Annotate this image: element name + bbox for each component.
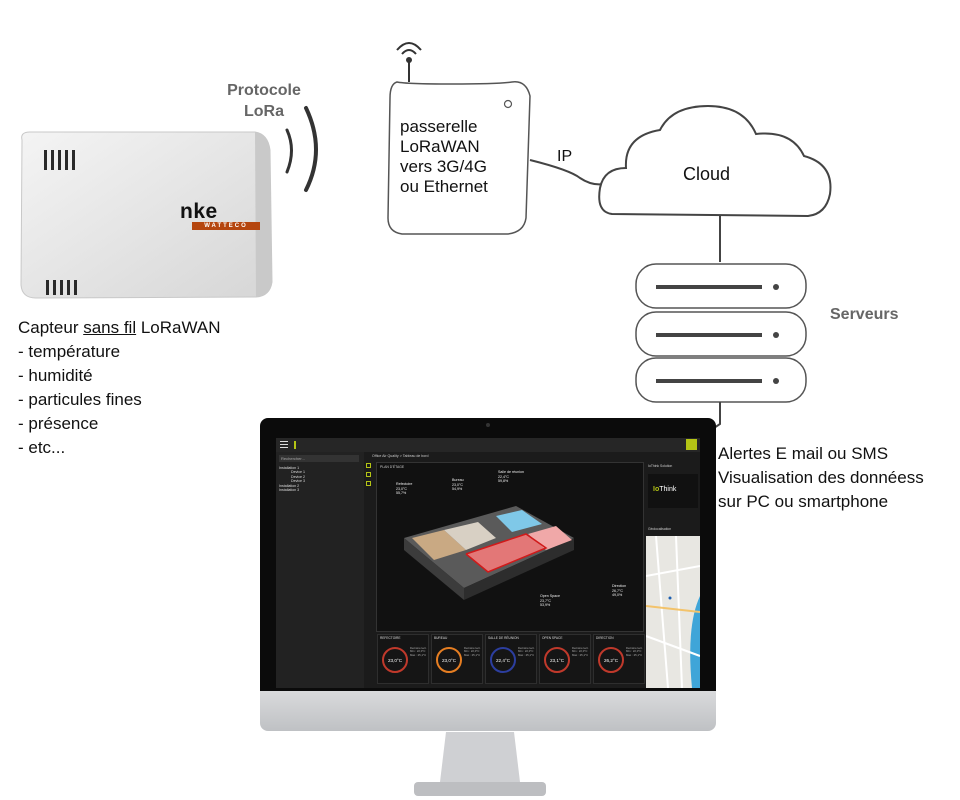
gauge-row: REFECTOIRE 23,0°C Dernière lect.Min : 22… xyxy=(377,634,645,684)
tree-item[interactable]: Installation 1 xyxy=(279,466,300,470)
sensor-title: Capteur sans fil LoRaWAN xyxy=(18,318,221,337)
dashboard-sidebar: Rechercher... Installation 1 Device 1 De… xyxy=(276,452,364,688)
dashboard-screen: Rechercher... Installation 1 Device 1 De… xyxy=(276,438,700,688)
tree-item[interactable]: Device 1 xyxy=(291,470,305,475)
servers-label: Serveurs xyxy=(830,306,899,323)
sensor-device xyxy=(20,131,273,299)
nke-logo: nke WATTECO xyxy=(176,200,266,230)
gauge-ring: 22,4°C xyxy=(490,647,516,673)
gauge-card: REFECTOIRE 23,0°C Dernière lect.Min : 22… xyxy=(377,634,429,684)
sensor-description: Capteur sans fil LoRaWAN - température -… xyxy=(18,316,221,460)
cloud-shape xyxy=(598,104,832,218)
tree-item[interactable]: Device 3 xyxy=(291,479,305,484)
gauge-ring: 26,2°C xyxy=(598,647,624,673)
gauge-ring: 23,0°C xyxy=(436,647,462,673)
ip-link-line xyxy=(529,159,605,186)
breadcrumb: Office Air Quality > Tableau de bord xyxy=(372,454,429,458)
gauge-ring: 23,0°C xyxy=(382,647,408,673)
protocol-label: Protocole LoRa xyxy=(227,82,301,120)
ip-label: IP xyxy=(557,148,573,165)
gauge-card: BUREAU 23,0°C Dernière lect.Min : 22,0°C… xyxy=(431,634,483,684)
sensor-feature: - particules fines xyxy=(18,390,142,409)
menu-icon[interactable] xyxy=(280,441,288,448)
monitor-bezel: Rechercher... Installation 1 Device 1 De… xyxy=(260,418,716,691)
iothink-logo: IoThink xyxy=(648,474,698,508)
search-input[interactable]: Rechercher... xyxy=(279,455,359,462)
tree-item[interactable]: Installation 3 xyxy=(279,488,300,493)
gauge-ring: 23,1°C xyxy=(544,647,570,673)
panel-title: PLAN D'ÉTAGE xyxy=(380,465,405,469)
settings-icon[interactable] xyxy=(366,463,371,468)
monitor: Rechercher... Installation 1 Device 1 De… xyxy=(260,418,716,733)
tool-column xyxy=(366,463,372,688)
sensor-feature: - température xyxy=(18,342,121,361)
monitor-chin xyxy=(260,691,716,731)
device-tree: Installation 1 Device 1 Device 2 Device … xyxy=(279,466,305,492)
user-button[interactable] xyxy=(686,439,697,450)
right-panel: IoThink Solution IoThink Géolocalisation xyxy=(646,464,700,688)
radio-waves-icon xyxy=(285,106,318,192)
list-icon[interactable] xyxy=(366,481,371,486)
floor-plan-3d xyxy=(404,506,574,600)
gauge-card: OPEN SPACE 23,1°C Dernière lect.Min : 22… xyxy=(539,634,591,684)
tree-item[interactable]: Installation 2 xyxy=(279,483,300,488)
gauge-card: DIRECTION 26,2°C Dernière lect.Min : 22,… xyxy=(593,634,645,684)
gauge-card: SALLE DE RÉUNION 22,4°C Dernière lect.Mi… xyxy=(485,634,537,684)
cloud-label: Cloud xyxy=(683,164,731,184)
geolocation-map[interactable] xyxy=(646,536,700,688)
tree-item[interactable]: Device 2 xyxy=(291,474,305,479)
camera-dot xyxy=(486,423,490,427)
dashboard-topbar xyxy=(276,438,700,452)
sensor-feature: - etc... xyxy=(18,438,66,457)
sensor-feature: - présence xyxy=(18,414,99,433)
alerts-label: Alertes E mail ou SMS Visualisation des … xyxy=(718,444,924,511)
gateway-label: passerelle LoRaWAN vers 3G/4G ou Etherne… xyxy=(400,117,488,196)
app-logo-icon xyxy=(294,441,304,449)
chart-icon[interactable] xyxy=(366,472,371,477)
gateway-device xyxy=(387,42,531,235)
sensor-feature: - humidité xyxy=(18,366,93,385)
